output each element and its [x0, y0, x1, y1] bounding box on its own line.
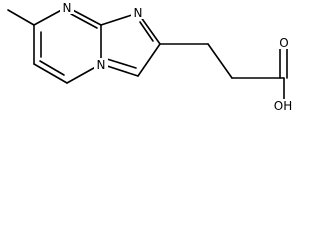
chemical-structure-diagram: N N N O OH: [7, 1, 296, 113]
bond-n1-c2-double: [139, 21, 154, 42]
n-bridge-label-bg: [94, 58, 108, 71]
oh-label: OH: [274, 99, 292, 113]
n-imidazole-label: N: [134, 6, 143, 20]
n-top-label: N: [63, 1, 72, 15]
oh-label-bg: [270, 99, 296, 112]
bond-ch2-ch2: [207, 43, 233, 79]
bond-n8-c8a-double: [70, 13, 98, 29]
n-imidazole-label-bg: [131, 6, 145, 19]
n-bridge-label: N: [97, 58, 106, 72]
n-top-label-bg: [60, 1, 74, 14]
o-carbonyl-label-bg: [277, 36, 291, 49]
o-carbonyl-label: O: [279, 36, 288, 50]
bond-c2-c3: [137, 43, 161, 77]
bond-c5-c6-double: [39, 60, 65, 76]
bond-c5-c6: [33, 63, 68, 84]
methyl-bond: [7, 9, 35, 26]
bond-c3-n4-double: [106, 58, 137, 69]
